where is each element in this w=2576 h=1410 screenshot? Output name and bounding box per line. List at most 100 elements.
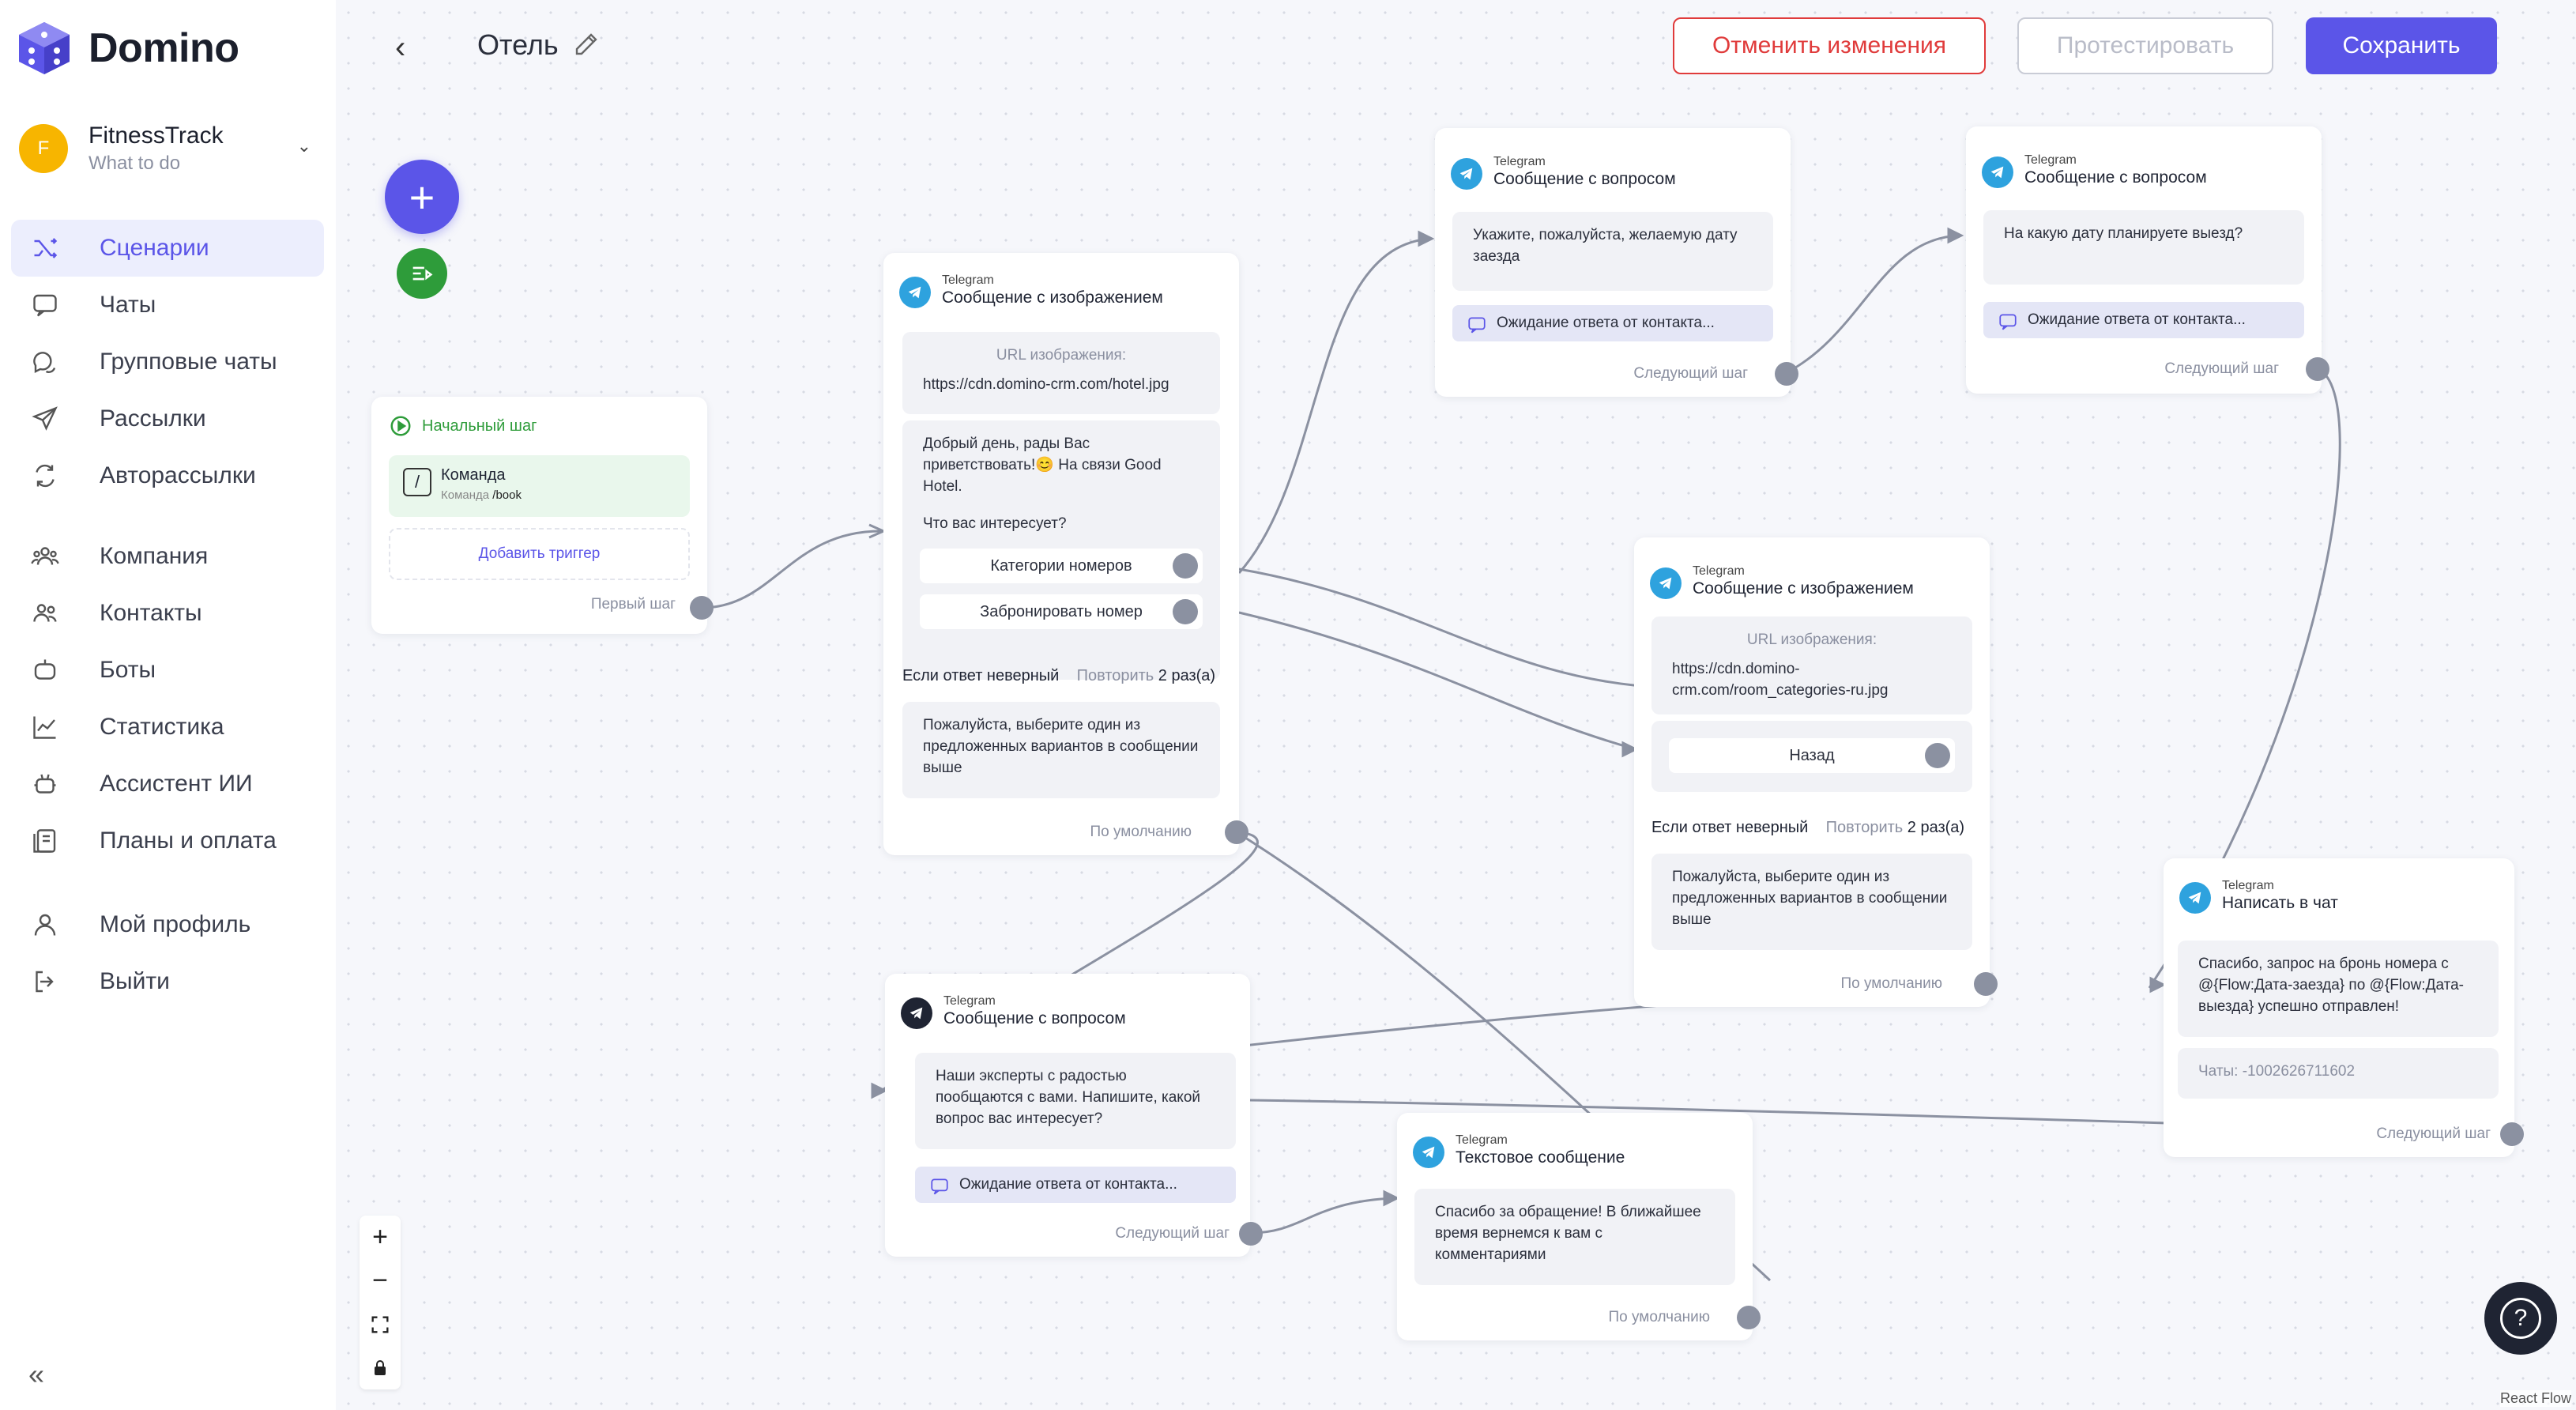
image-url-block[interactable]: URL изображения: https://cdn.domino-crm.… — [1651, 616, 1972, 714]
nav-plans[interactable]: Планы и оплата — [11, 812, 324, 869]
bot-icon — [28, 654, 62, 687]
node-type: Сообщение с вопросом — [1493, 170, 1676, 188]
trigger-command[interactable]: / Команда Команда /book — [389, 455, 690, 517]
next-step-label: Следующий шаг — [2164, 360, 2279, 377]
node-platform: Telegram — [1493, 155, 1546, 168]
auto-layout-button[interactable] — [397, 248, 447, 299]
scenario-title: Отель — [477, 28, 559, 61]
nav-auto-mailings[interactable]: Авторассылки — [11, 447, 324, 504]
nav-label: Планы и оплата — [100, 828, 277, 854]
cancel-changes-button[interactable]: Отменить изменения — [1673, 17, 1986, 74]
button-port[interactable] — [1173, 599, 1198, 624]
add-node-button[interactable]: + — [385, 160, 459, 234]
output-port[interactable] — [690, 596, 714, 620]
nav-label: Рассылки — [100, 405, 206, 432]
question-text[interactable]: Укажите, пожалуйста, желаемую дату заезд… — [1452, 212, 1773, 291]
output-port[interactable] — [1737, 1306, 1761, 1329]
image-url-value: https://cdn.domino-crm.com/hotel.jpg — [923, 376, 1169, 393]
button-port[interactable] — [1173, 553, 1198, 579]
image-url-label: URL изображения: — [996, 347, 1127, 364]
output-port[interactable] — [1974, 972, 1998, 996]
message-text[interactable]: Спасибо за обращение! В ближайшее время … — [1414, 1189, 1735, 1285]
org-switcher[interactable]: F FitnessTrack What to do ⌄ — [19, 119, 319, 179]
nav-label: Выйти — [100, 968, 170, 994]
nav-stats[interactable]: Статистика — [11, 699, 324, 756]
command-value: /book — [492, 488, 522, 502]
fit-view-button[interactable] — [360, 1303, 401, 1346]
command-sub-label: Команда — [441, 488, 490, 502]
command-label: Команда — [441, 466, 506, 484]
nav-label: Мой профиль — [100, 911, 251, 937]
next-step-label: Следующий шаг — [2376, 1125, 2491, 1142]
chat-ids[interactable]: Чаты: -1002626711602 — [2178, 1048, 2499, 1099]
save-button[interactable]: Сохранить — [2306, 17, 2497, 74]
react-flow-attribution[interactable]: React Flow — [2499, 1390, 2571, 1407]
nav-label: Контакты — [100, 600, 202, 626]
output-port[interactable] — [2306, 357, 2329, 381]
back-button[interactable]: ‹ — [395, 30, 406, 65]
next-step-label: Следующий шаг — [1115, 1225, 1230, 1242]
output-port[interactable] — [1775, 362, 1798, 386]
nav-ai-assistant[interactable]: Ассистент ИИ — [11, 756, 324, 812]
test-button[interactable]: Протестировать — [2017, 17, 2273, 74]
button-label: Категории номеров — [990, 556, 1132, 575]
output-port[interactable] — [1239, 1222, 1263, 1246]
lock-button[interactable] — [360, 1346, 401, 1389]
telegram-icon — [899, 277, 931, 308]
node-type: Сообщение с вопросом — [2024, 168, 2207, 187]
button-room-categories[interactable]: Категории номеров — [920, 549, 1203, 583]
question-text[interactable]: Наши эксперты с радостью пообщаются с ва… — [915, 1053, 1236, 1149]
brand-logo[interactable]: Domino — [16, 21, 239, 76]
button-book-room[interactable]: Забронировать номер — [920, 594, 1203, 629]
nav-contacts[interactable]: Контакты — [11, 585, 324, 642]
ai-assistant-icon — [28, 767, 62, 801]
default-label: По умолчанию — [1840, 975, 1943, 992]
edit-pencil-icon[interactable] — [572, 30, 601, 58]
chat-message-text[interactable]: Спасибо, запрос на бронь номера с @{Flow… — [2178, 941, 2499, 1037]
wait-response: Ожидание ответа от контакта... — [1452, 305, 1773, 341]
zoom-controls: + − — [360, 1216, 401, 1389]
wait-response: Ожидание ответа от контакта... — [915, 1167, 1236, 1203]
nav-label: Ассистент ИИ — [100, 771, 253, 797]
wrong-answer-text[interactable]: Пожалуйста, выберите один из предложенны… — [902, 702, 1220, 798]
output-port[interactable] — [1225, 820, 1248, 844]
nav-company[interactable]: Компания — [11, 528, 324, 585]
layout-icon — [412, 266, 433, 281]
first-step-label: Первый шаг — [590, 596, 676, 613]
nav-label: Боты — [100, 657, 156, 683]
chat-icon — [28, 288, 62, 322]
node-platform: Telegram — [2222, 879, 2274, 892]
node-type: Написать в чат — [2222, 894, 2338, 912]
image-url-value: https://cdn.domino-crm.com/room_categori… — [1672, 661, 1889, 699]
question-text[interactable]: На какую дату планируете выезд? — [1983, 210, 2304, 285]
wrong-answer-label: Если ответ неверный Повторить 2 раз(а) — [902, 667, 1216, 684]
telegram-icon — [1413, 1137, 1444, 1168]
collapse-sidebar-icon[interactable]: « — [28, 1358, 45, 1390]
nav-profile[interactable]: Мой профиль — [11, 896, 324, 953]
nav-logout[interactable]: Выйти — [11, 953, 324, 1010]
wrong-answer-text[interactable]: Пожалуйста, выберите один из предложенны… — [1651, 854, 1972, 950]
button-back[interactable]: Назад — [1669, 738, 1955, 773]
nav-bots[interactable]: Боты — [11, 642, 324, 699]
nav-mailings[interactable]: Рассылки — [11, 390, 324, 447]
zoom-in-button[interactable]: + — [372, 1222, 388, 1252]
add-trigger-button[interactable]: Добавить триггер — [389, 528, 690, 580]
image-url-block[interactable]: URL изображения: https://cdn.domino-crm.… — [902, 332, 1220, 414]
help-button[interactable]: ? — [2484, 1282, 2557, 1355]
nav-group-chats[interactable]: Групповые чаты — [11, 334, 324, 390]
start-node[interactable]: Начальный шаг / Команда Команда /book До… — [371, 397, 714, 634]
nav-chats[interactable]: Чаты — [11, 277, 324, 334]
zoom-out-button[interactable]: − — [372, 1265, 388, 1295]
sidebar: Domino F FitnessTrack What to do ⌄ Сцена… — [0, 0, 336, 1410]
button-port[interactable] — [1925, 743, 1950, 768]
wait-response: Ожидание ответа от контакта... — [1983, 302, 2304, 338]
nav-scenarios[interactable]: Сценарии — [11, 220, 324, 277]
output-port[interactable] — [2500, 1122, 2524, 1146]
